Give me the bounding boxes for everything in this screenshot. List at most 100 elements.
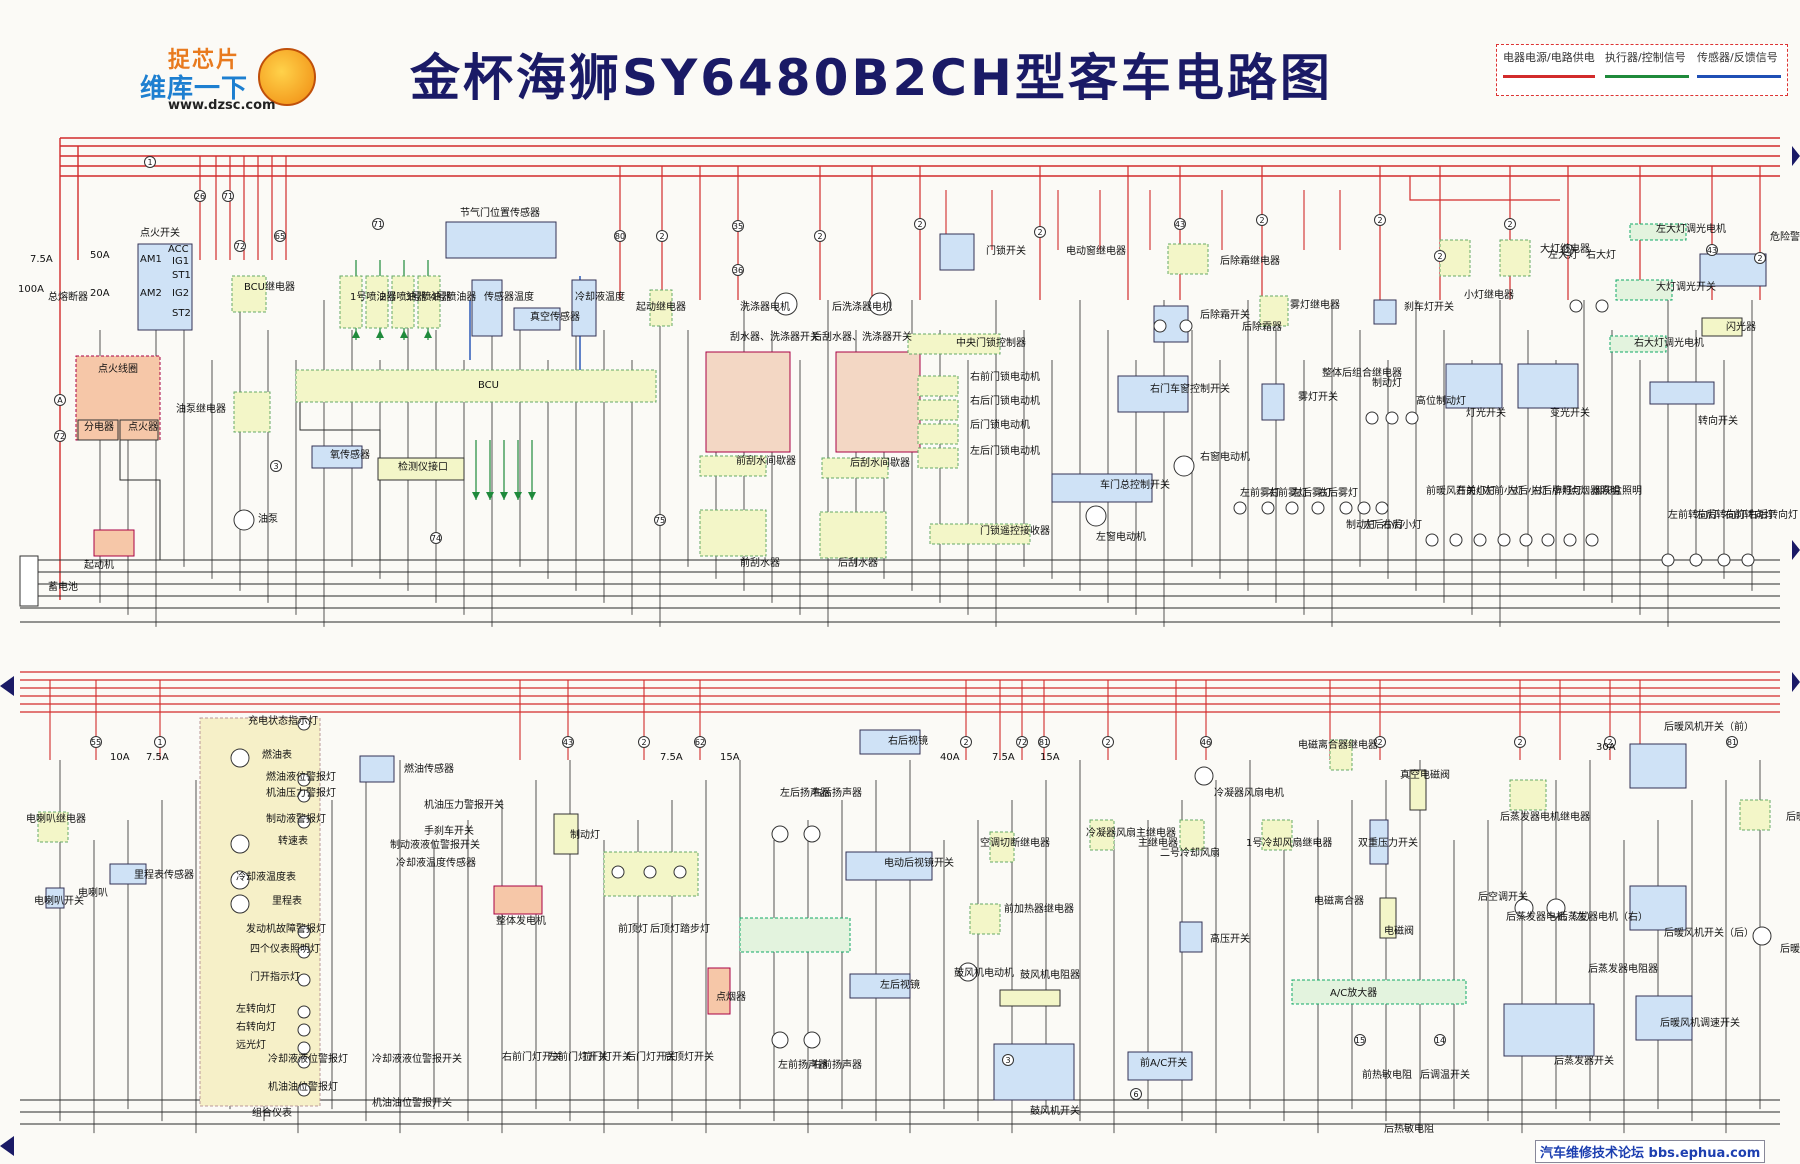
logo: 捉芯片 维库一下 www.dzsc.com: [138, 40, 338, 120]
bottom-label-step-lamp: 踏步灯: [680, 922, 710, 935]
injector-box: [365, 275, 389, 329]
left-mirror-box: [849, 973, 911, 999]
blower-switch-box: [993, 1043, 1075, 1101]
brake-switch-box: [1373, 299, 1397, 325]
ignition-switch-box: [137, 243, 193, 331]
top-label-lamp-rf-fog: 右前雾灯: [1268, 486, 1308, 499]
top-label-cig-lamp: 点烟器照明: [1570, 484, 1620, 497]
page-title: 金杯海狮SY6480B2CH型客车电路图: [410, 49, 1333, 107]
bottom-label-cool-fan2: 二号冷却风扇: [1160, 846, 1220, 859]
wiper-switch-rear-box: [835, 351, 921, 453]
legend-sensor-label: 传感器/反馈信号: [1697, 51, 1778, 64]
injector-box: [391, 275, 415, 329]
wire-number: 2: [1507, 220, 1512, 229]
bottom-label-brake-fluid-sw: 制动液液位警报开关: [390, 838, 480, 851]
fog-relay-box: [1259, 295, 1289, 327]
top-label-dimmer-switch: 变光开关: [1550, 406, 1590, 419]
top-label-flasher: 闪光器: [1726, 320, 1756, 333]
bottom-label-coolant-level-sw: 冷却液液位警报开关: [372, 1052, 462, 1065]
top-label-coolant-temp: 冷却液温度: [575, 290, 625, 303]
wire-number-node: [1174, 218, 1186, 230]
top-label-right-hl-relay: 大灯调光开关: [1656, 280, 1716, 293]
top-label-lamp-lf-small: 左前小灯: [1484, 484, 1524, 497]
bottom-label-rear-fan-sw-f: 后暖风机开关（前）: [1664, 720, 1754, 733]
top-label-window-switch-r: 右门车窗控制开关: [1150, 382, 1230, 395]
wire-number-node: [1374, 736, 1386, 748]
gauge-icon: [230, 748, 250, 768]
speaker-connector-box: [739, 917, 851, 953]
brake-lamp-b-box: [553, 813, 579, 855]
top-label-st2: ST2: [172, 308, 191, 319]
top-label-lamp-lr-small: 左后小灯: [1508, 484, 1548, 497]
rear-wiper-relay-box: [821, 457, 889, 479]
bottom-label-cool-fan-motor: 冷凝器风扇电机: [1214, 786, 1284, 799]
lamp-icon: [1365, 411, 1379, 425]
wire-number-node: [1434, 1034, 1446, 1046]
starter-relay-box: [649, 289, 673, 327]
lamp-icon: [297, 925, 311, 939]
wire-number: 1: [157, 738, 162, 747]
lamp-icon: [297, 1083, 311, 1097]
top-label-bcu-relay: BCU继电器: [244, 280, 295, 293]
continuation-arrow-icon: [1792, 672, 1800, 692]
front-wiper-box: [699, 509, 767, 557]
bottom-label-rear-fan-sw-r: 后暖风机开关（后）: [1664, 926, 1754, 939]
starter-box: [93, 529, 135, 557]
top-label-fuse-50a: 50A: [90, 250, 110, 261]
wire-number-node: [638, 736, 650, 748]
continuation-arrow-icon: [1792, 146, 1800, 166]
wire-number-node: [1754, 252, 1766, 264]
mirror-switch-box: [845, 851, 933, 881]
dual-press-switch-box: [1369, 819, 1389, 865]
top-label-throttle-sensor: 节气门位置传感器: [460, 206, 540, 219]
wire-number-node: [54, 394, 66, 406]
washer-motor-icon: [774, 292, 798, 316]
lamp-icon: [297, 789, 311, 803]
bottom-label-blower-motor: 鼓风机电动机: [954, 966, 1014, 979]
wire-number: 3: [273, 462, 278, 471]
wire-number: 62: [695, 738, 705, 747]
top-label-injector2: 2号喷油器: [380, 290, 426, 303]
bottom-label-rr-speaker: 右后扬声器: [812, 786, 862, 799]
vacuum-sensor-box: [513, 307, 561, 331]
top-label-igniter2: 点火器: [128, 421, 158, 433]
arrow-icon: [528, 492, 536, 500]
top-label-defog-switch: 后除霜开关: [1200, 308, 1250, 321]
wire-number-node: [814, 230, 826, 242]
wire-number-node: [1130, 1088, 1142, 1100]
bottom-label-mirror-switch: 电动后视镜开关: [884, 856, 954, 869]
top-label-washer-motor: 洗涤器电机: [740, 300, 790, 313]
lamp-icon: [1497, 533, 1511, 547]
wire-number: 2: [1377, 738, 1382, 747]
top-label-lamp-r-tail: 右后小灯: [1382, 518, 1422, 531]
distributor-box: [77, 419, 119, 441]
wire-number: 1: [147, 158, 152, 167]
wire-number-node: [1200, 736, 1212, 748]
top-label-left-hl-relay: 左大灯调光电机: [1656, 222, 1726, 235]
top-label-oil-pump-relay: 油泵继电器: [176, 402, 226, 415]
top-label-fuse-100a: 100A: [18, 284, 44, 295]
top-label-small-lamp-relay: 小灯继电器: [1464, 288, 1514, 301]
bottom-label-rear-evap-motor-l: 后蒸发器电机（左）: [1506, 910, 1596, 923]
oil-pump-motor-icon: [233, 509, 255, 531]
cond-fan-motor-icon: [1194, 766, 1214, 786]
rear-evap-motor-right-icon: [1546, 898, 1566, 918]
window-master-box: [1051, 473, 1153, 503]
top-label-plate-lamp: 牌照灯: [1552, 484, 1582, 497]
lamp-icon: [1595, 299, 1609, 313]
blower-resistor-box: [999, 989, 1061, 1007]
bottom-label-slide-door-sw: 拉门灯开关: [582, 1050, 632, 1063]
bottom-label-horn-relay: 电喇叭继电器: [26, 812, 86, 825]
top-label-left-headlamp: 左大灯: [1548, 248, 1578, 261]
top-label-lock-remote: 门锁遥控接收器: [980, 524, 1050, 537]
rear-evap-switch-box: [1503, 1003, 1595, 1057]
lamp-icon: [297, 973, 311, 987]
bottom-label-ac-amp: A/C放大器: [1330, 986, 1377, 999]
wire-number-node: [1504, 218, 1516, 230]
wire-number: 81: [1039, 738, 1049, 747]
bottom-label-fan1-relay: 1号冷却风扇继电器: [1246, 836, 1332, 849]
wire-number: 43: [1707, 246, 1717, 255]
wire-number: 2: [1437, 252, 1442, 261]
top-label-rear-washer-motor: 后洗涤器电机: [832, 300, 892, 313]
arrow-icon: [472, 492, 480, 500]
